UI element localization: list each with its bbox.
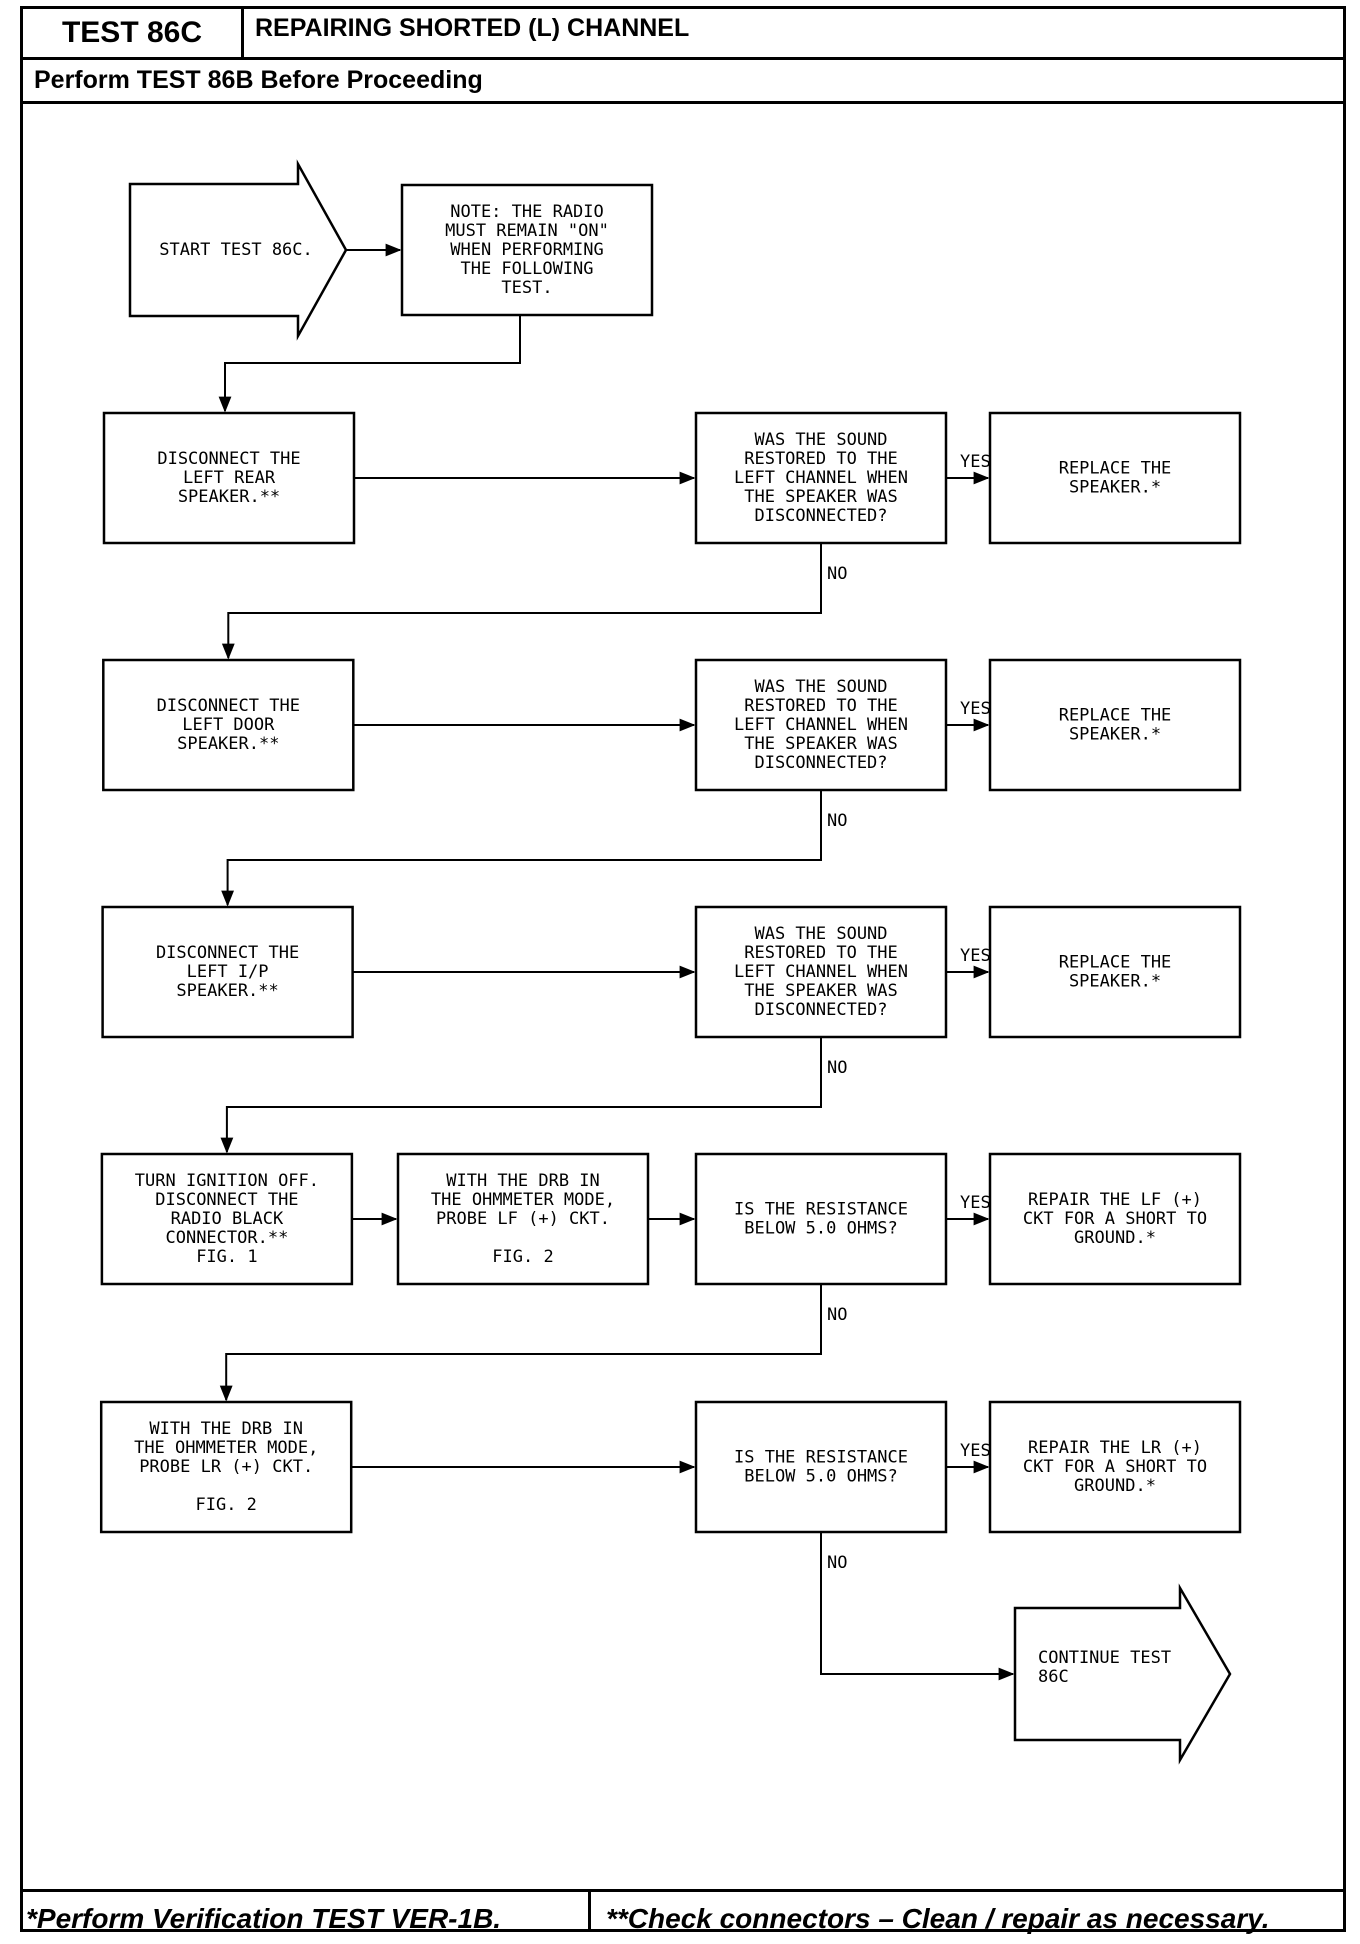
yes-label-1: YES <box>960 452 991 472</box>
no-connector-1 <box>221 543 822 660</box>
note-box <box>400 183 654 317</box>
question-box-2 <box>694 658 948 792</box>
action-box-5 <box>99 1400 353 1534</box>
yes-label-3: YES <box>960 946 991 966</box>
action-box-3 <box>101 905 354 1039</box>
start-arrow-shape <box>128 159 348 341</box>
no-label-3: NO <box>827 1058 847 1078</box>
result-box-2 <box>988 658 1242 792</box>
yes-label-2: YES <box>960 699 991 719</box>
subheader-divider <box>20 101 1346 104</box>
action-box-1 <box>102 411 356 545</box>
header-divider <box>20 57 1346 60</box>
test-title: REPAIRING SHORTED (L) CHANNEL <box>255 14 690 42</box>
question-box-3 <box>694 905 948 1039</box>
question-box-4 <box>694 1152 948 1286</box>
result-box-5 <box>988 1400 1242 1534</box>
action-box-2 <box>102 658 355 792</box>
page-frame <box>20 6 1346 1932</box>
result-box-3 <box>988 905 1242 1039</box>
question-box-5 <box>694 1400 948 1534</box>
yes-label-4: YES <box>960 1193 991 1213</box>
no-connector-4 <box>219 1284 822 1402</box>
yes-label-5: YES <box>960 1441 991 1461</box>
no-label-2: NO <box>827 811 847 831</box>
start-text: START TEST 86C. <box>159 240 313 260</box>
no-label-1: NO <box>827 564 847 584</box>
result-box-4 <box>988 1152 1242 1286</box>
result-box-1 <box>988 411 1242 545</box>
footer-divider <box>20 1889 1346 1892</box>
footer-verification-note: *Perform Verification TEST VER-1B. <box>26 1903 502 1934</box>
no-connector-2 <box>221 790 822 907</box>
footer-separator <box>588 1892 591 1932</box>
question-box-1 <box>694 411 948 545</box>
probe-box-4 <box>396 1152 650 1286</box>
no-to-continue-connector <box>820 1532 1015 1681</box>
note-to-action-connector <box>218 315 521 413</box>
no-label-5: NO <box>827 1553 847 1573</box>
no-label-4: NO <box>827 1305 847 1325</box>
no-connector-3 <box>220 1037 822 1154</box>
footer-connector-note: **Check connectors – Clean / repair as n… <box>606 1903 1270 1934</box>
prerequisite-note: Perform TEST 86B Before Proceeding <box>34 66 483 94</box>
action-box-4 <box>100 1152 354 1286</box>
continue-arrow-shape <box>1013 1583 1232 1765</box>
